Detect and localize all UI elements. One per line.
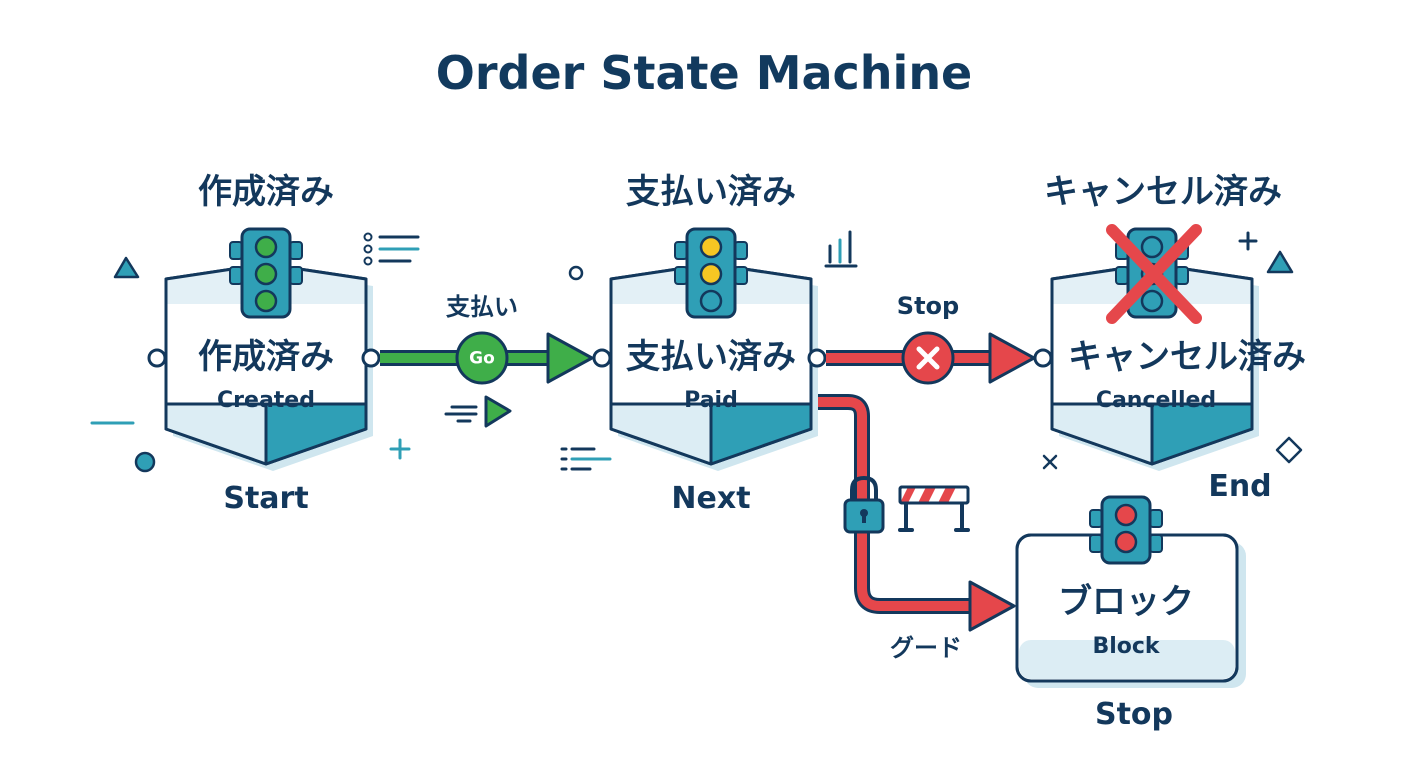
bar-chart-icon: [824, 230, 858, 268]
padlock-icon: [843, 475, 885, 534]
port-right: [807, 348, 827, 368]
go-arrow-icon: [444, 395, 512, 428]
state-label-jp-block: ブロック: [1058, 582, 1194, 622]
state-header-created: 作成済み: [198, 172, 334, 212]
state-label-en-cancelled: Cancelled: [1095, 388, 1217, 413]
state-label-en-paid: Paid: [684, 388, 738, 413]
port-left: [1033, 348, 1053, 368]
ring-icon: [568, 265, 584, 281]
dashed-list-icon: [560, 447, 612, 471]
state-label-jp-cancelled: キャンセル済み: [1068, 337, 1306, 377]
state-caption-stop: Stop: [1094, 697, 1174, 732]
x-circle-icon: [901, 331, 955, 385]
transition-pay[interactable]: [380, 331, 594, 385]
triangle-icon: [113, 256, 140, 279]
port-right: [361, 348, 381, 368]
state-label-jp-created: 作成済み: [198, 337, 334, 377]
state-header-paid: 支払い済み: [626, 172, 796, 212]
plus-icon: [1238, 231, 1258, 251]
go-badge-label: Go: [469, 348, 495, 369]
barrier-icon: [898, 485, 970, 532]
diamond-icon: [1275, 436, 1303, 464]
traffic-light-yellow-icon: [674, 227, 748, 319]
traffic-light-green-icon: [229, 227, 303, 319]
dot-icon: [134, 451, 156, 473]
transition-label-pay: 支払い: [446, 293, 518, 321]
state-caption-start: Start: [223, 481, 309, 516]
state-caption-end: End: [1208, 469, 1272, 504]
list-icon: [363, 232, 420, 266]
x-mark-icon: [1042, 454, 1058, 470]
state-caption-next: Next: [671, 481, 751, 516]
triangle-icon: [1266, 250, 1294, 274]
diagram-title: Order State Machine: [435, 46, 973, 100]
state-header-cancelled: キャンセル済み: [1044, 172, 1282, 212]
state-block[interactable]: [1015, 533, 1246, 688]
traffic-light-red-icon: [1089, 495, 1163, 565]
go-badge: [455, 331, 509, 385]
state-created[interactable]: [147, 262, 381, 473]
transition-label-cancel: Stop: [896, 292, 960, 320]
transition-label-guard: グード: [890, 634, 962, 662]
port-left: [147, 348, 167, 368]
state-label-jp-paid: 支払い済み: [626, 337, 796, 377]
port-left: [592, 348, 612, 368]
state-paid[interactable]: [592, 262, 827, 473]
plus-icon: [389, 438, 411, 460]
state-label-en-block: Block: [1092, 634, 1160, 659]
state-label-en-created: Created: [217, 388, 315, 413]
cross-out-icon: [1106, 224, 1202, 324]
